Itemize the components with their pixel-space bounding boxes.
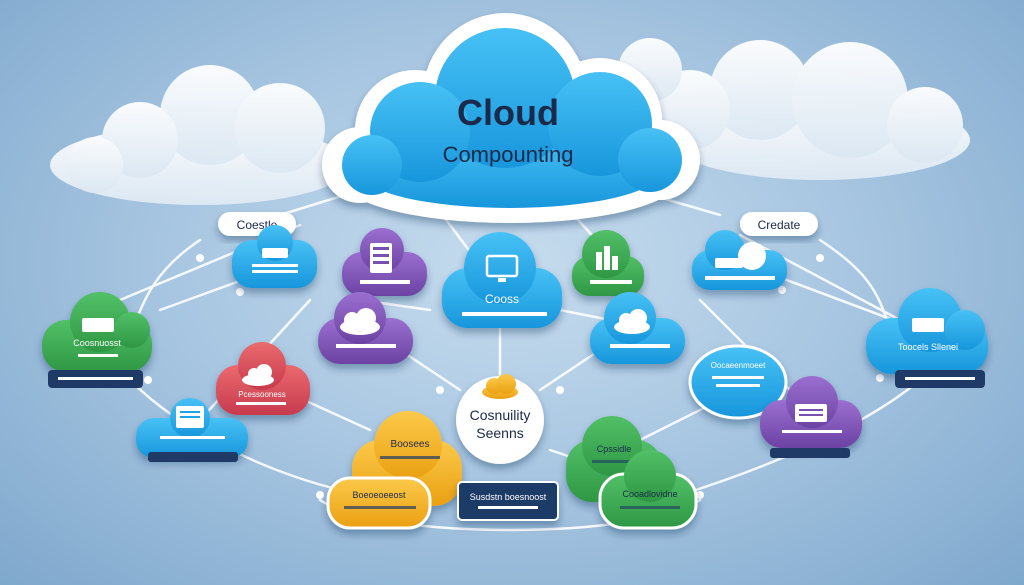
window-icon — [912, 318, 944, 332]
cloud-icon — [340, 308, 380, 335]
cloud-node-green-right — [572, 230, 644, 296]
yellow-top-label: Boosees — [391, 439, 430, 450]
background-clouds — [50, 38, 970, 205]
bar-chart-icon — [596, 246, 618, 270]
cloud-icon — [242, 364, 274, 386]
cloud-node-blue-far-right: Toocels Sllenei — [866, 288, 988, 374]
cloud-node-red-left: Pcessooness — [216, 342, 310, 415]
computer-icon — [485, 254, 519, 282]
server-icon — [370, 243, 392, 273]
main-title-line2: Compounting — [443, 142, 574, 167]
window-icon — [252, 248, 298, 273]
main-cloud: Cloud Compounting — [322, 13, 700, 223]
center-top-label: Cooss — [485, 292, 519, 306]
cloud-node-yellow-cluster: Boosees Boeoeoeeost — [326, 411, 462, 530]
right-tag-label: Credate — [758, 218, 801, 232]
background-cloud-right — [618, 38, 970, 180]
bottom-navy-box: Susdstn boesnoost — [457, 481, 559, 521]
cloud-node-purple-center-left — [318, 292, 413, 364]
document-icon — [176, 406, 204, 428]
center-circle-node: Cosnuility Seenns — [456, 374, 544, 464]
green-top-label: Cpssidle — [597, 444, 632, 454]
cloud-node-blue-left — [232, 225, 317, 288]
cloud-node-blue-center-right — [590, 292, 685, 364]
cloud-icon — [482, 374, 518, 399]
right-blue-far-label: Toocels Sllenei — [898, 342, 958, 352]
cloud-node-blue-mid-right: Oocaeenmoeet — [688, 344, 788, 420]
window-icon — [82, 318, 114, 332]
cloud-node-green-cluster: Cpssidle Cooadlovidne — [566, 416, 698, 530]
lower-right-caption-bar — [770, 448, 850, 458]
document-icon — [715, 258, 743, 268]
cloud-node-blue-center: Cooss — [442, 232, 562, 328]
cloud-node-purple-lower-right — [760, 376, 862, 448]
cloud-node-purple-left — [342, 228, 427, 296]
right-tag: Credate — [740, 212, 818, 236]
right-blue-mid-label: Oocaeenmoeet — [711, 361, 766, 370]
cloud-node-green-far-left: Coosnuosst — [42, 292, 152, 372]
yellow-left-label: Boeoeoeeost — [352, 490, 406, 500]
background-cloud-left — [50, 65, 350, 205]
lower-left-caption-bar — [148, 452, 238, 462]
left-green-label: Coosnuosst — [73, 338, 121, 348]
center-circle-line1: Cosnuility — [470, 407, 531, 423]
document-icon — [795, 404, 827, 422]
cloud-node-blue-lower-left — [136, 398, 248, 458]
cloud-node-blue-right — [692, 230, 787, 290]
navy-box-label: Susdstn boesnoost — [470, 492, 547, 502]
main-title-line1: Cloud — [457, 92, 559, 133]
left-red-label: Pcessooness — [238, 390, 286, 399]
center-circle-line2: Seenns — [476, 425, 523, 441]
green-right-label: Cooadlovidne — [622, 489, 677, 499]
cloud-icon — [614, 309, 650, 334]
